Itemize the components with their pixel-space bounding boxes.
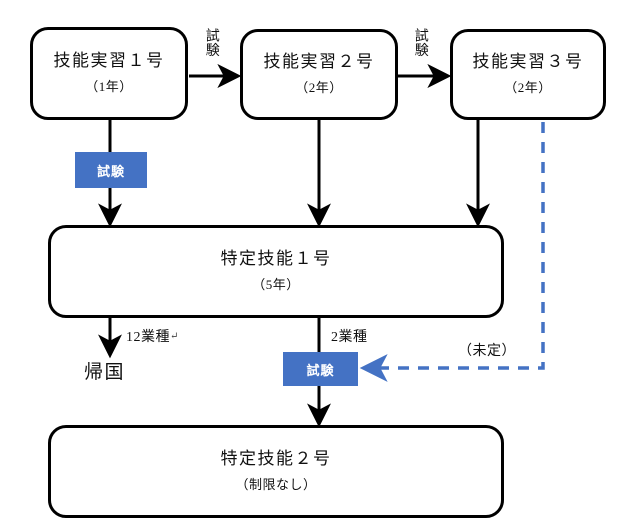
terminal-return-home: 帰国 (84, 357, 125, 384)
terminal-return-home-text: 帰国 (84, 362, 126, 383)
node-tokutei2-subtitle: （制限なし） (235, 477, 317, 493)
node-tokutei2[interactable]: 特定技能２号 （制限なし） (48, 425, 504, 518)
node-tokutei1-title: 特定技能１号 (220, 248, 332, 268)
node-ginou1[interactable]: 技能実習１号 （1年） (30, 27, 188, 120)
node-ginou2-title: 技能実習２号 (263, 51, 375, 71)
node-tokutei1[interactable]: 特定技能１号 （5年） (48, 225, 504, 318)
exam-chip-tokutei1-to-tokutei2[interactable]: 試験 (283, 352, 358, 386)
arrow-label-exam-2to3-text: 試験 (412, 28, 428, 57)
edge-label-undecided-text: （未定） (458, 344, 516, 359)
node-ginou3-subtitle: （2年） (504, 80, 552, 96)
exam-chip-ginou1-to-tokutei1[interactable]: 試験 (75, 152, 147, 188)
arrow-label-exam-1to2-text: 試験 (203, 28, 219, 57)
edge-label-twelve-industries-text: 12業種 (126, 330, 170, 345)
edge-label-two-industries: 2業種 (331, 326, 368, 346)
node-ginou3-title: 技能実習３号 (472, 51, 584, 71)
node-ginou1-title: 技能実習１号 (53, 50, 165, 70)
arrow-label-exam-2to3: 試験 (412, 28, 428, 57)
edge-label-undecided: （未定） (458, 340, 516, 360)
node-ginou3[interactable]: 技能実習３号 （2年） (450, 29, 606, 120)
exam-chip-label: 試験 (96, 163, 125, 179)
node-tokutei1-subtitle: （5年） (252, 277, 300, 293)
exam-chip-label: 試験 (306, 362, 335, 378)
node-tokutei2-title: 特定技能２号 (220, 448, 332, 468)
edge-label-twelve-industries: 12業種↵ (126, 326, 179, 346)
paragraph-return-icon: ↵ (170, 331, 179, 342)
arrow-label-exam-1to2: 試験 (203, 28, 219, 57)
node-ginou2-subtitle: （2年） (295, 80, 343, 96)
edge-label-two-industries-text: 2業種 (331, 330, 368, 345)
node-ginou1-subtitle: （1年） (85, 79, 133, 95)
node-ginou2[interactable]: 技能実習２号 （2年） (240, 29, 398, 120)
